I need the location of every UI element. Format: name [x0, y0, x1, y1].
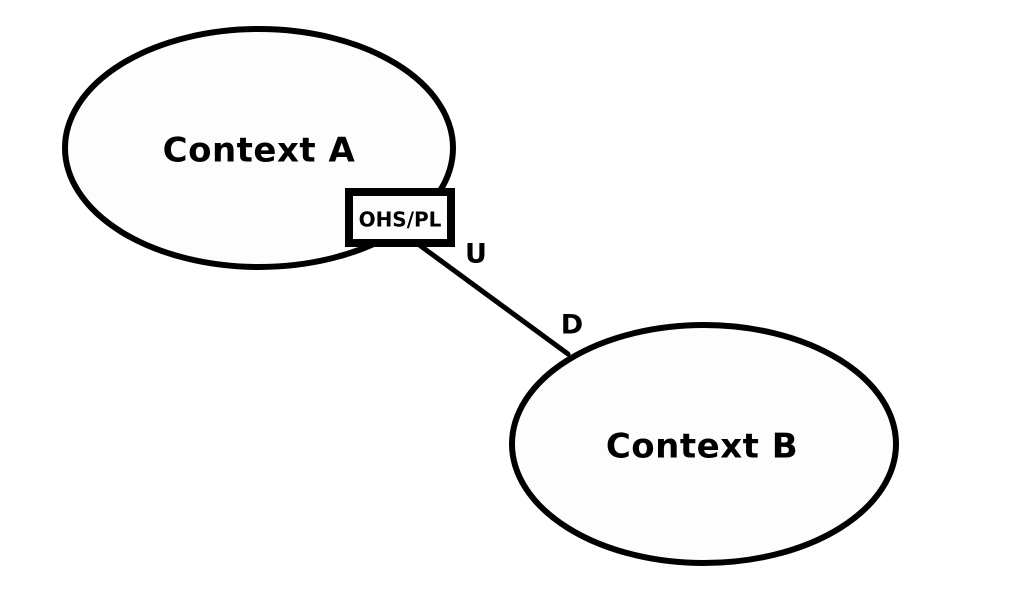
context-a-label: Context A	[163, 131, 356, 171]
context-b-label: Context B	[606, 427, 798, 467]
relationship-line	[415, 241, 571, 357]
upstream-label: U	[465, 239, 487, 270]
ohs-pl-label: OHS/PL	[359, 208, 442, 232]
ohs-pl-box	[345, 188, 455, 247]
context-b-ellipse	[509, 322, 899, 566]
downstream-label: D	[561, 310, 583, 341]
